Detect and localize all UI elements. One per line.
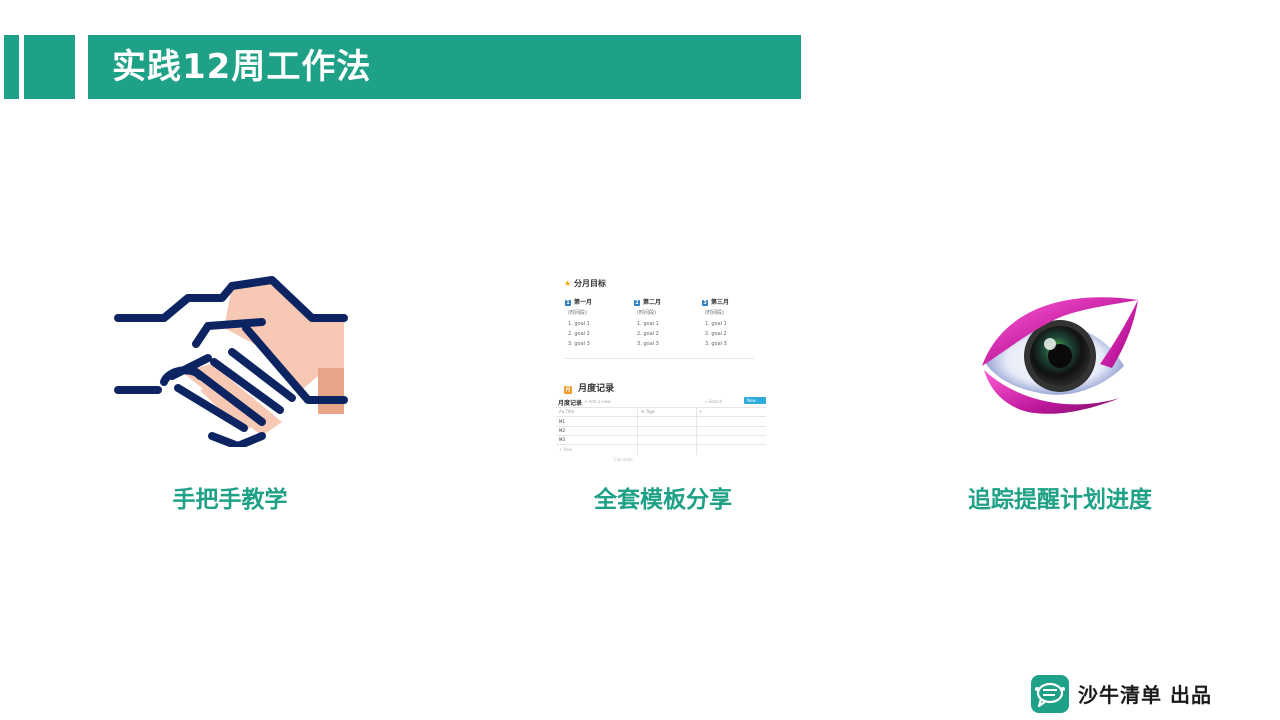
page-title: 实践12周工作法 xyxy=(112,47,372,87)
header-accent-bar-1 xyxy=(4,35,19,99)
table-row[interactable]: M3 xyxy=(559,437,565,442)
table-row[interactable]: M2 xyxy=(559,428,565,433)
calendar-icon: 月 xyxy=(564,386,572,394)
brand-logo-icon xyxy=(1031,675,1069,713)
table-header-line-bottom xyxy=(556,416,766,417)
new-button[interactable]: New xyxy=(744,397,766,404)
row-divider xyxy=(556,435,766,436)
records-section-title: 月 月度记录 xyxy=(564,384,615,394)
add-column-button[interactable]: + xyxy=(699,409,703,414)
search-icon: ⌕ xyxy=(705,399,709,404)
feature-caption-teaching: 手把手教学 xyxy=(172,487,288,513)
divider xyxy=(564,358,754,359)
new-row-button[interactable]: + New xyxy=(559,447,573,452)
search-label: ⌕ Search xyxy=(705,399,723,404)
header-title-bar xyxy=(88,35,801,99)
column-header-tags: ☰ Tags xyxy=(641,409,655,414)
number-badge-icon: 1 xyxy=(565,299,571,306)
brand-name: 沙牛清单 出品 xyxy=(1078,683,1212,707)
number-badge-icon: 2 xyxy=(634,299,640,306)
feature-caption-templates: 全套模板分享 xyxy=(594,487,732,513)
row-divider xyxy=(556,426,766,427)
table-header-line-top xyxy=(556,407,766,408)
header-accent-bar-2 xyxy=(24,35,75,99)
goals-section-title: ★ 分月目标 xyxy=(564,279,606,288)
number-badge-icon: 3 xyxy=(702,299,708,306)
calculate-label: Calculate xyxy=(614,457,633,462)
star-icon: ★ xyxy=(564,279,572,288)
database-title: 月度记录 xyxy=(558,400,583,407)
row-divider xyxy=(556,444,766,445)
column-header-title: Aa Title xyxy=(559,409,575,414)
handshake-icon xyxy=(114,276,348,447)
table-row[interactable]: M1 xyxy=(559,419,565,424)
column-divider-2 xyxy=(696,407,697,455)
feature-caption-tracking: 追踪提醒计划进度 xyxy=(968,487,1152,513)
eye-icon xyxy=(982,297,1138,414)
add-view-link[interactable]: + Add a view xyxy=(584,399,611,404)
column-divider-1 xyxy=(637,407,638,455)
